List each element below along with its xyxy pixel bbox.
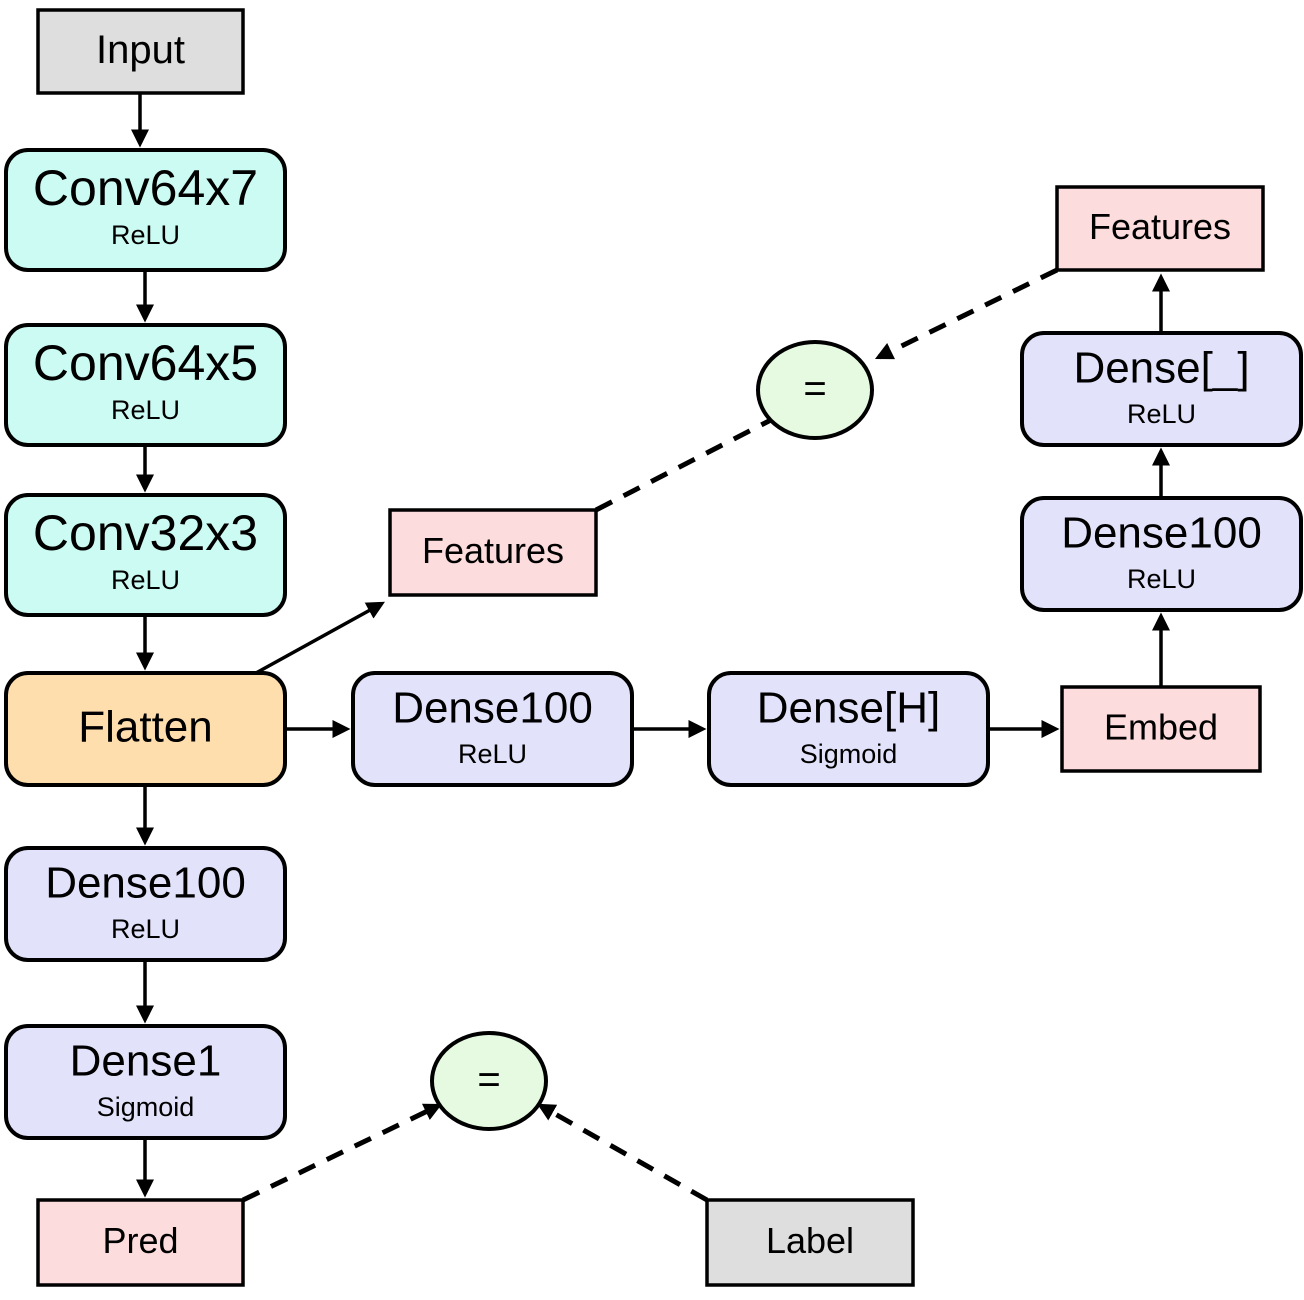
node-sublabel-dense_blank: ReLU <box>1127 399 1196 429</box>
node-label-flatten: Flatten <box>78 703 213 752</box>
node-sublabel-dense1: Sigmoid <box>97 1092 195 1122</box>
edge-pred-equals-bottom <box>241 1103 443 1203</box>
node-equals_bottom[interactable]: = <box>430 1031 548 1131</box>
node-dense_h[interactable]: Dense[H] Sigmoid <box>707 671 990 787</box>
node-shape-dense_h <box>707 671 990 787</box>
node-shape-conv64x7 <box>4 148 287 272</box>
node-embed[interactable]: Embed <box>1060 685 1262 773</box>
node-sublabel-dense100_mid: ReLU <box>458 739 527 769</box>
node-label[interactable]: Label <box>705 1198 915 1287</box>
node-shape-dense_blank <box>1020 331 1303 447</box>
node-sublabel-dense100_bottom: ReLU <box>111 914 180 944</box>
node-label-dense_h: Dense[H] <box>757 684 940 733</box>
node-input[interactable]: Input <box>36 8 245 95</box>
node-label-conv64x7: Conv64x7 <box>33 160 258 216</box>
edge-flatten-features-left <box>255 601 385 675</box>
node-label-dense100_mid: Dense100 <box>392 684 593 733</box>
node-sublabel-conv64x5: ReLU <box>111 395 180 425</box>
node-sublabel-conv64x7: ReLU <box>111 220 180 250</box>
node-label-equals_bottom: = <box>477 1058 500 1102</box>
node-shape-pred <box>36 1198 245 1287</box>
node-sublabel-conv32x3: ReLU <box>111 565 180 595</box>
node-shape-equals_top <box>756 340 874 440</box>
node-label-conv32x3: Conv32x3 <box>33 505 258 561</box>
node-shape-flatten <box>4 671 287 787</box>
node-equals_top[interactable]: = <box>756 340 874 440</box>
node-shape-features_right <box>1055 185 1265 272</box>
node-shape-features_left <box>388 508 598 597</box>
node-shape-dense1 <box>4 1024 287 1140</box>
edge-label-equals-bottom <box>537 1103 709 1203</box>
node-features_right[interactable]: Features <box>1055 185 1265 272</box>
node-label-features_right: Features <box>1089 206 1231 247</box>
node-label-conv64x5: Conv64x5 <box>33 335 258 391</box>
edge-layer <box>130 93 1171 1203</box>
node-shape-dense100_mid <box>351 671 634 787</box>
node-shape-input <box>36 8 245 95</box>
node-label-dense1: Dense1 <box>70 1037 222 1086</box>
node-shape-embed <box>1060 685 1262 773</box>
node-layer: InputConv64x7ReLUConv64x5ReLUConv32x3ReL… <box>4 8 1303 1287</box>
node-sublabel-dense_h: Sigmoid <box>800 739 898 769</box>
node-flatten[interactable]: Flatten <box>4 671 287 787</box>
node-label-equals_top: = <box>803 367 826 411</box>
edge-features-right-equals-top <box>874 267 1059 360</box>
node-label-dense100_bottom: Dense100 <box>45 859 246 908</box>
node-dense_blank[interactable]: Dense[_] ReLU <box>1020 331 1303 447</box>
node-label-features_left: Features <box>422 530 564 571</box>
node-label-label: Label <box>766 1220 854 1261</box>
node-shape-equals_bottom <box>430 1031 548 1131</box>
node-label-embed: Embed <box>1104 707 1218 748</box>
node-shape-dense100_bottom <box>4 846 287 962</box>
node-label-dense_blank: Dense[_] <box>1073 344 1249 393</box>
node-label-dense100_right: Dense100 <box>1061 509 1262 558</box>
node-shape-conv32x3 <box>4 493 287 617</box>
node-shape-conv64x5 <box>4 323 287 447</box>
node-sublabel-dense100_right: ReLU <box>1127 564 1196 594</box>
node-shape-dense100_right <box>1020 496 1303 612</box>
node-features_left[interactable]: Features <box>388 508 598 597</box>
node-pred[interactable]: Pred <box>36 1198 245 1287</box>
node-label-input: Input <box>96 28 185 72</box>
node-shape-label <box>705 1198 915 1287</box>
node-label-pred: Pred <box>102 1220 178 1261</box>
